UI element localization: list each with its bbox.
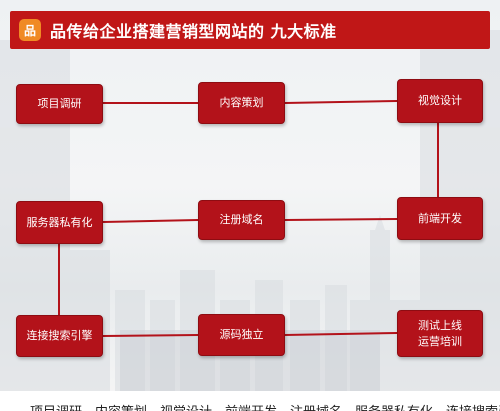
step-label: 注册域名 [219,213,264,226]
step-connect-search-engine: 连接搜索引擎 [16,315,103,357]
step-project-research: 项目调研 [16,84,103,124]
connector-5-6 [102,219,199,223]
step-label-line-1: 测试上线 [418,318,462,332]
brand-logo-icon: 品 [19,19,41,41]
step-label: 连接搜索引擎 [26,329,93,342]
step-label: 源码独立 [219,328,264,341]
connector-4-5 [284,218,398,221]
connector-2-3 [284,100,398,104]
step-test-launch-training: 测试上线 运营培训 [397,310,483,357]
step-label: 视觉设计 [418,94,462,107]
step-source-code-independent: 源码独立 [198,314,285,356]
step-label-line-2: 运营培训 [418,334,462,348]
page-title: 品传给企业搭建营销型网站的 九大标准 [50,22,337,41]
connector-8-9 [284,332,398,336]
step-label: 项目调研 [37,97,82,110]
footer-summary: 项目调研、内容策划、视觉设计、前端开发、注册域名、服务器私有化、连接搜索引擎、源… [0,391,500,411]
step-frontend-development: 前端开发 [397,197,483,240]
title-banner: 品 品传给企业搭建营销型网站的 九大标准 [10,11,490,49]
connector-7-8 [102,334,199,337]
step-register-domain: 注册域名 [198,200,285,240]
step-label: 内容策划 [219,96,264,109]
step-label: 前端开发 [418,211,462,225]
step-label: 服务器私有化 [26,215,93,229]
step-server-privatization: 服务器私有化 [16,201,103,244]
step-visual-design: 视觉设计 [397,79,483,123]
footer-summary-text: 项目调研、内容策划、视觉设计、前端开发、注册域名、服务器私有化、连接搜索引擎、源… [30,401,500,411]
step-content-planning: 内容策划 [198,82,285,124]
